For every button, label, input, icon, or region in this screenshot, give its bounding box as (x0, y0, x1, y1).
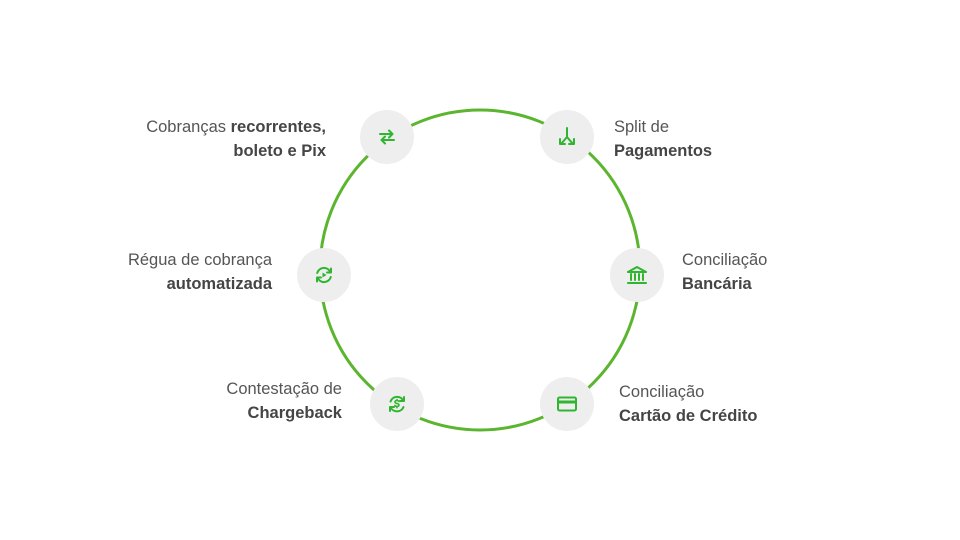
repeat-arrows-icon (379, 129, 395, 145)
node-split (540, 110, 594, 164)
node-chargeback (370, 377, 424, 431)
label-recurring: Cobranças recorrentes, boleto e Pix (146, 115, 326, 163)
label-bank-line2: Bancária (682, 275, 752, 293)
label-chargeback-line2: Chargeback (247, 404, 342, 422)
refresh-play-icon (316, 266, 332, 284)
node-card-reconciliation (540, 377, 594, 431)
label-bank-line1: Conciliação (682, 251, 768, 269)
label-card-reconciliation: Conciliação Cartão de Crédito (619, 380, 757, 428)
label-card-line2: Cartão de Crédito (619, 407, 758, 425)
label-chargeback: Contestação de Chargeback (226, 377, 342, 425)
cycle-ring-circle (318, 108, 642, 432)
label-dunning: Régua de cobrança automatizada (128, 248, 272, 296)
label-dunning-line2: automatizada (166, 275, 272, 293)
label-split-line2: Pagamentos (614, 142, 713, 160)
label-recurring-line1-bold: recorrentes, (230, 118, 326, 136)
label-bank-reconciliation: Conciliação Bancária (682, 248, 767, 296)
node-bank-reconciliation (610, 248, 664, 302)
node-dunning (297, 248, 351, 302)
label-recurring-line2: boleto e Pix (233, 142, 326, 160)
label-card-line1: Conciliação (619, 383, 705, 401)
label-split-line1: Split de (614, 118, 670, 136)
label-dunning-line1: Régua de cobrança (127, 251, 272, 269)
label-split: Split de Pagamentos (614, 115, 712, 163)
label-chargeback-line1: Contestação de (226, 380, 342, 398)
node-recurring (360, 110, 414, 164)
bank-icon (627, 266, 647, 284)
split-arrows-icon (559, 127, 575, 145)
label-recurring-line1: Cobranças (146, 118, 231, 136)
dollar-cycle-icon (389, 395, 405, 413)
credit-card-icon (557, 396, 577, 412)
